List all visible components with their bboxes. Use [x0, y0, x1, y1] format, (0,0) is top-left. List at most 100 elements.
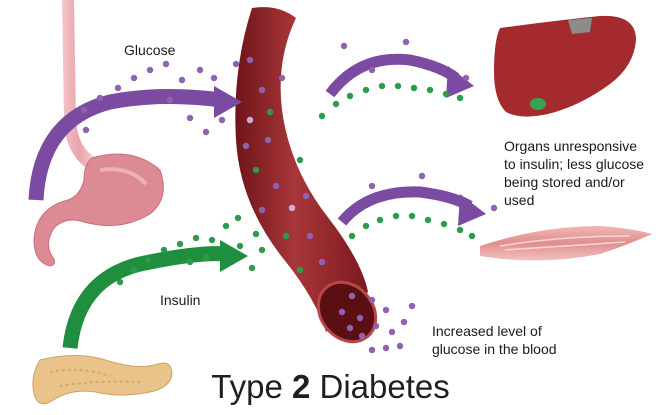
insulin-molecule-dot [160, 246, 168, 254]
glucose-molecule-dot [408, 302, 416, 310]
glucose-molecule-dot [382, 306, 390, 314]
glucose-molecule-dot [400, 318, 408, 326]
glucose-molecule-dot [96, 94, 104, 102]
glucose-molecule-dot [258, 86, 266, 94]
glucose-molecule-dot [490, 204, 498, 212]
glucose-molecule-dot [246, 56, 254, 64]
insulin-label: Insulin [160, 292, 201, 308]
insulin-molecule-dot [296, 266, 304, 274]
insulin-molecule-dot [236, 242, 244, 250]
insulin-molecule-dot [378, 82, 386, 90]
muscle-icon [480, 226, 652, 261]
insulin-molecule-dot [116, 278, 124, 286]
glucose-molecule-dot [258, 206, 266, 214]
glucose-molecule-dot [178, 76, 186, 84]
insulin-molecule-dot [376, 216, 384, 224]
insulin-molecule-dot [392, 212, 400, 220]
glucose-molecule-dot [130, 74, 138, 82]
glucose-molecule-dot [196, 66, 204, 74]
glucose-molecule-dot [264, 136, 272, 144]
glucose-molecule-dot [166, 96, 174, 104]
glucose-arrow-to-blood [28, 86, 242, 201]
organs-note-line: being stored and/or [504, 174, 625, 190]
insulin-molecule-dot [424, 216, 432, 224]
organs-note-line: to insulin; less glucose [504, 156, 645, 172]
title-number: 2 [291, 368, 311, 405]
insulin-molecule-dot [252, 166, 260, 174]
insulin-molecule-dot [468, 232, 476, 240]
insulin-molecule-dot [130, 266, 138, 274]
glucose-molecule-dot [356, 314, 364, 322]
pancreas-icon [32, 354, 173, 405]
glucose-molecule-dot [218, 116, 226, 124]
insulin-molecule-dot [282, 232, 290, 240]
glucose-molecule-dot [278, 74, 286, 82]
blood-vessel-icon [235, 7, 378, 344]
insulin-molecule-dot [332, 100, 340, 108]
glucose-molecule-dot [82, 126, 90, 134]
insulin-molecule-dot [362, 222, 370, 230]
glucose-molecule-dot [368, 346, 376, 354]
insulin-molecule-dot [176, 240, 184, 248]
glucose-molecule-dot [372, 322, 380, 330]
insulin-molecule-dot [234, 214, 242, 222]
glucose-molecule-dot [340, 42, 348, 50]
insulin-molecule-dot [318, 112, 326, 120]
glucose-molecule-dot [382, 344, 390, 352]
glucose-arrow-to-liver [325, 53, 474, 98]
diagram-title: Type 2 Diabetes [0, 368, 661, 406]
glucose-molecule-dot [302, 192, 310, 200]
insulin-molecule-dot [202, 254, 210, 262]
glucose-molecule-dot [202, 128, 210, 136]
insulin-molecule-dot [408, 212, 416, 220]
glucose-molecule-dot [146, 66, 154, 74]
title-prefix: Type [211, 368, 292, 405]
blood-note-line: Increased level of [432, 323, 542, 339]
insulin-molecule-dot [394, 82, 402, 90]
insulin-molecule-dot [222, 222, 230, 230]
glucose-molecule-dot [246, 116, 254, 124]
insulin-molecule-dot [258, 246, 266, 254]
insulin-molecule-dot [426, 86, 434, 94]
organs-note-line: Organs unresponsive [504, 138, 638, 154]
glucose-label: Glucose [124, 42, 176, 58]
glucose-molecule-dot [288, 204, 296, 212]
insulin-molecule-dot [266, 108, 274, 116]
glucose-molecule-dot [338, 308, 346, 316]
glucose-molecule-dot [418, 172, 426, 180]
glucose-molecule-dot [114, 84, 122, 92]
insulin-molecule-dot [442, 90, 450, 98]
glucose-molecule-dot [80, 106, 88, 114]
glucose-molecule-dot [346, 324, 354, 332]
glucose-molecule-dot [242, 142, 250, 150]
insulin-molecule-dot [296, 156, 304, 164]
insulin-molecule-dot [440, 220, 448, 228]
glucose-molecule-dot [368, 182, 376, 190]
glucose-molecule-dot [162, 60, 170, 68]
glucose-molecule-dot [368, 66, 376, 74]
insulin-molecule-dot [192, 234, 200, 242]
blood-glucose-note: Increased level of glucose in the blood [432, 322, 592, 358]
insulin-molecule-dot [348, 232, 356, 240]
glucose-molecule-dot [232, 60, 240, 68]
glucose-molecule-dot [358, 332, 366, 340]
insulin-molecule-dot [252, 230, 260, 238]
molecule-dots [80, 38, 498, 354]
glucose-molecule-dot [186, 114, 194, 122]
insulin-arrow-to-blood [62, 240, 248, 349]
glucose-molecule-dot [462, 74, 470, 82]
glucose-molecule-dot [388, 328, 396, 336]
glucose-arrow-to-muscle [337, 186, 486, 226]
insulin-molecule-dot [248, 264, 256, 272]
insulin-molecule-dot [410, 84, 418, 92]
insulin-molecule-dot [186, 258, 194, 266]
glucose-molecule-dot [210, 74, 218, 82]
organs-note: Organs unresponsive to insulin; less glu… [504, 137, 661, 209]
insulin-molecule-dot [144, 256, 152, 264]
blood-note-line: glucose in the blood [432, 341, 557, 357]
organs-note-line: used [504, 192, 535, 208]
insulin-molecule-dot [208, 236, 216, 244]
insulin-molecule-dot [456, 94, 464, 102]
glucose-molecule-dot [402, 38, 410, 46]
